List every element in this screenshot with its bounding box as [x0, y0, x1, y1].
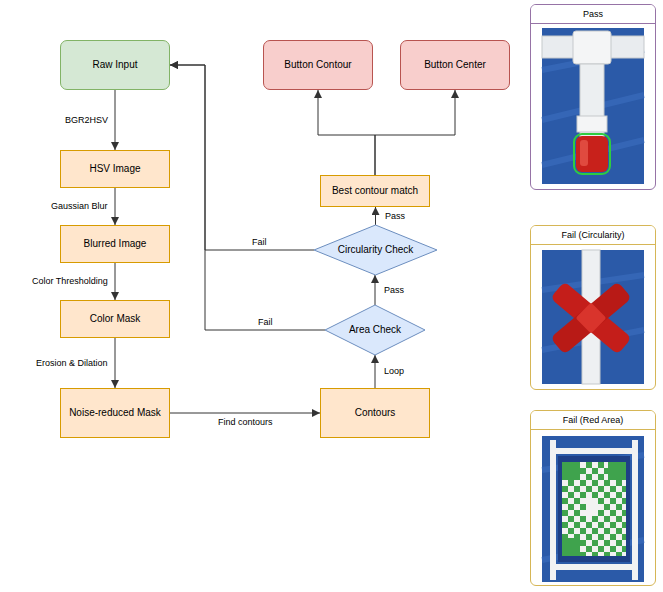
process-box: Contours: [320, 388, 430, 438]
red-button: [576, 136, 608, 172]
example-panel: Fail (Red Area): [530, 410, 656, 586]
panel-title: Fail (Circularity): [562, 230, 625, 241]
edge-label: Erosion & Dilation: [35, 358, 109, 369]
process-box: Best contour match: [320, 175, 430, 207]
edge-label: Loop: [383, 366, 405, 377]
process-box: Color Mask: [60, 300, 170, 338]
flow-arrow: [115, 188, 116, 225]
node-label: Button Center: [424, 59, 486, 71]
marker-block: [562, 462, 580, 480]
frame-bar: [550, 448, 638, 454]
flow-arrow: [115, 263, 116, 300]
detected-contour: [574, 134, 610, 174]
node-label: Circularity Check: [338, 244, 414, 256]
node-label: Raw Input: [92, 59, 137, 71]
diamond-shape: [325, 305, 425, 355]
frame-bar: [550, 564, 638, 570]
frame-pole: [632, 440, 638, 580]
marker-block: [562, 538, 580, 556]
panel-header: Fail (Circularity): [531, 226, 655, 245]
cross-arm: [550, 281, 632, 354]
edge-label: BGR2HSV: [64, 115, 109, 126]
decision-diamond: Circularity Check: [314, 225, 437, 275]
node-label: Area Check: [349, 324, 401, 336]
frame-pole: [550, 440, 556, 580]
edge-label: Gaussian Blur: [50, 201, 109, 212]
node-label: Color Mask: [90, 313, 141, 325]
node-label: Contours: [355, 407, 396, 419]
node-label: Noise-reduced Mask: [69, 407, 161, 419]
example-panel: Fail (Circularity): [530, 225, 656, 390]
output-box: Button Contour: [263, 40, 373, 90]
panel-header: Fail (Red Area): [531, 411, 655, 430]
process-box: HSV Image: [60, 150, 170, 188]
flow-arrow: [375, 207, 376, 225]
example-panel: Pass: [530, 4, 656, 190]
flow-arrow: [318, 90, 375, 175]
flow-arrow: [375, 90, 455, 175]
marker-block: [608, 462, 626, 480]
tarp-ground: [542, 436, 644, 582]
tarp-ground: [542, 28, 644, 184]
flow-arrow: [170, 413, 320, 414]
pass-photo: [542, 28, 644, 184]
edge-label: Fail: [251, 237, 268, 248]
flow-arrow: [115, 338, 116, 388]
edge-label: Color Thresholding: [31, 276, 109, 287]
panel-header: Pass: [531, 5, 655, 24]
red-cross: [550, 281, 632, 354]
process-box: Noise-reduced Mask: [60, 388, 170, 438]
marker-grid: [562, 462, 626, 556]
process-box: Blurred Image: [60, 225, 170, 263]
tarp-ground: [542, 250, 644, 384]
panel-title: Fail (Red Area): [563, 415, 624, 426]
edge-label: Find contours: [217, 417, 274, 428]
output-box: Button Center: [400, 40, 510, 90]
flow-arrow: [170, 65, 325, 330]
edge-label: Pass: [383, 285, 405, 296]
pipe-tee: [573, 31, 611, 64]
pipe-coupling: [577, 116, 607, 132]
flow-arrow: [375, 355, 376, 388]
input-box: Raw Input: [60, 40, 170, 90]
flow-arrow: [375, 275, 376, 305]
node-label: Blurred Image: [84, 238, 147, 250]
decision-diamond: Area Check: [325, 305, 425, 355]
flow-arrow: [115, 90, 116, 150]
edge-label: Fail: [257, 317, 274, 328]
marker-block: [586, 498, 598, 516]
cross-hub: [575, 302, 606, 333]
node-label: Best contour match: [332, 185, 418, 197]
cross-arm: [550, 281, 632, 354]
marker-board: [558, 456, 630, 562]
edge-label: Pass: [384, 211, 406, 222]
button-highlight: [580, 140, 588, 166]
node-label: Button Contour: [284, 59, 351, 71]
flow-arrow: [170, 65, 314, 250]
node-label: HSV Image: [89, 163, 140, 175]
fail-circularity-photo: [542, 250, 644, 384]
panel-title: Pass: [583, 9, 603, 20]
diamond-shape: [314, 225, 437, 275]
fail-red-area-photo: [542, 436, 644, 582]
